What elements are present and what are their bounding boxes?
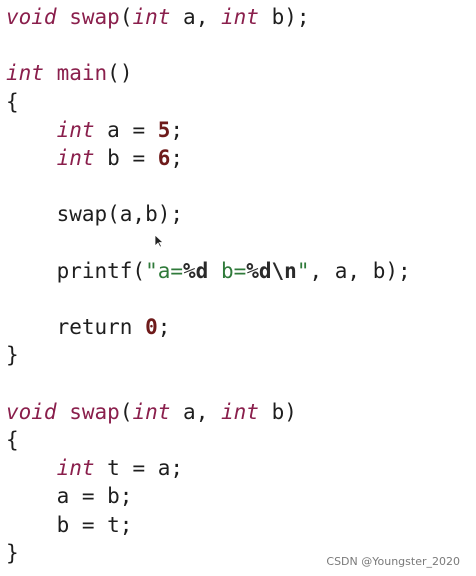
code-token: void [6,399,57,424]
code-line: return 0; [6,312,171,342]
code-token: swap [69,5,120,29]
code-token: b = [94,146,158,170]
code-line: int t = a; [6,453,183,483]
code-token: int [132,399,171,424]
code-token: { [6,89,19,114]
code-token: t = a; [94,456,184,481]
code-token: 5 [157,117,171,142]
code-line: void swap(int a, int b); [6,2,310,32]
code-token: b); [258,5,310,29]
code-token [6,146,57,170]
code-token: } [6,540,19,565]
code-line: int b = 6; [6,143,183,173]
code-line: { [6,425,19,455]
code-token: %d\n [246,258,297,283]
code-line: void swap(int a, int b) [6,397,297,427]
code-token: ; [170,146,184,170]
code-token: b = t; [6,512,133,537]
code-token: return [6,315,146,340]
watermark: CSDN @Youngster_2020 [326,555,460,568]
code-token: a = [94,117,158,142]
code-token: } [6,343,19,368]
code-token: ( [119,399,133,424]
code-line: } [6,340,19,370]
code-line: swap(a,b); [6,199,183,229]
code-token: int [56,117,95,142]
code-token: int [56,146,95,170]
code-token: a, [170,399,221,424]
code-token: swap [69,399,120,424]
code-token: int [132,5,171,29]
code-token: a = b; [6,484,133,509]
code-token: void [6,5,57,29]
code-token: a, [170,5,221,29]
code-token [6,456,57,480]
code-token: swap(a,b); [6,202,184,227]
code-token: ; [157,315,171,340]
code-line: printf("a=%d b=%d\n", a, b); [6,256,411,286]
code-token: int [56,456,95,481]
code-line: int main() [6,58,132,88]
code-token: ; [170,117,184,142]
code-token: int [6,61,44,86]
code-token: 0 [145,315,158,340]
code-token: { [6,428,19,452]
code-token [6,118,57,142]
mouse-pointer-icon [154,234,165,248]
code-token: b) [258,399,297,424]
code-line: int a = 5; [6,115,183,145]
code-token [44,61,57,85]
code-token [57,400,70,424]
code-token: int [220,399,259,424]
code-token: printf( [6,258,146,283]
code-token [57,5,70,29]
code-token: "a= [145,258,184,283]
code-token: b= [208,258,247,283]
code-token: , a, b); [309,258,411,283]
code-token: ( [119,5,133,29]
code-token: () [107,61,133,86]
code-token: 6 [157,146,171,170]
code-token: %d [183,258,209,283]
code-line: b = t; [6,510,133,540]
code-token: " [296,258,310,283]
code-token: main [56,61,108,86]
code-token: int [220,5,259,29]
code-line: a = b; [6,481,133,511]
code-line: } [6,538,19,568]
code-line: { [6,87,19,117]
